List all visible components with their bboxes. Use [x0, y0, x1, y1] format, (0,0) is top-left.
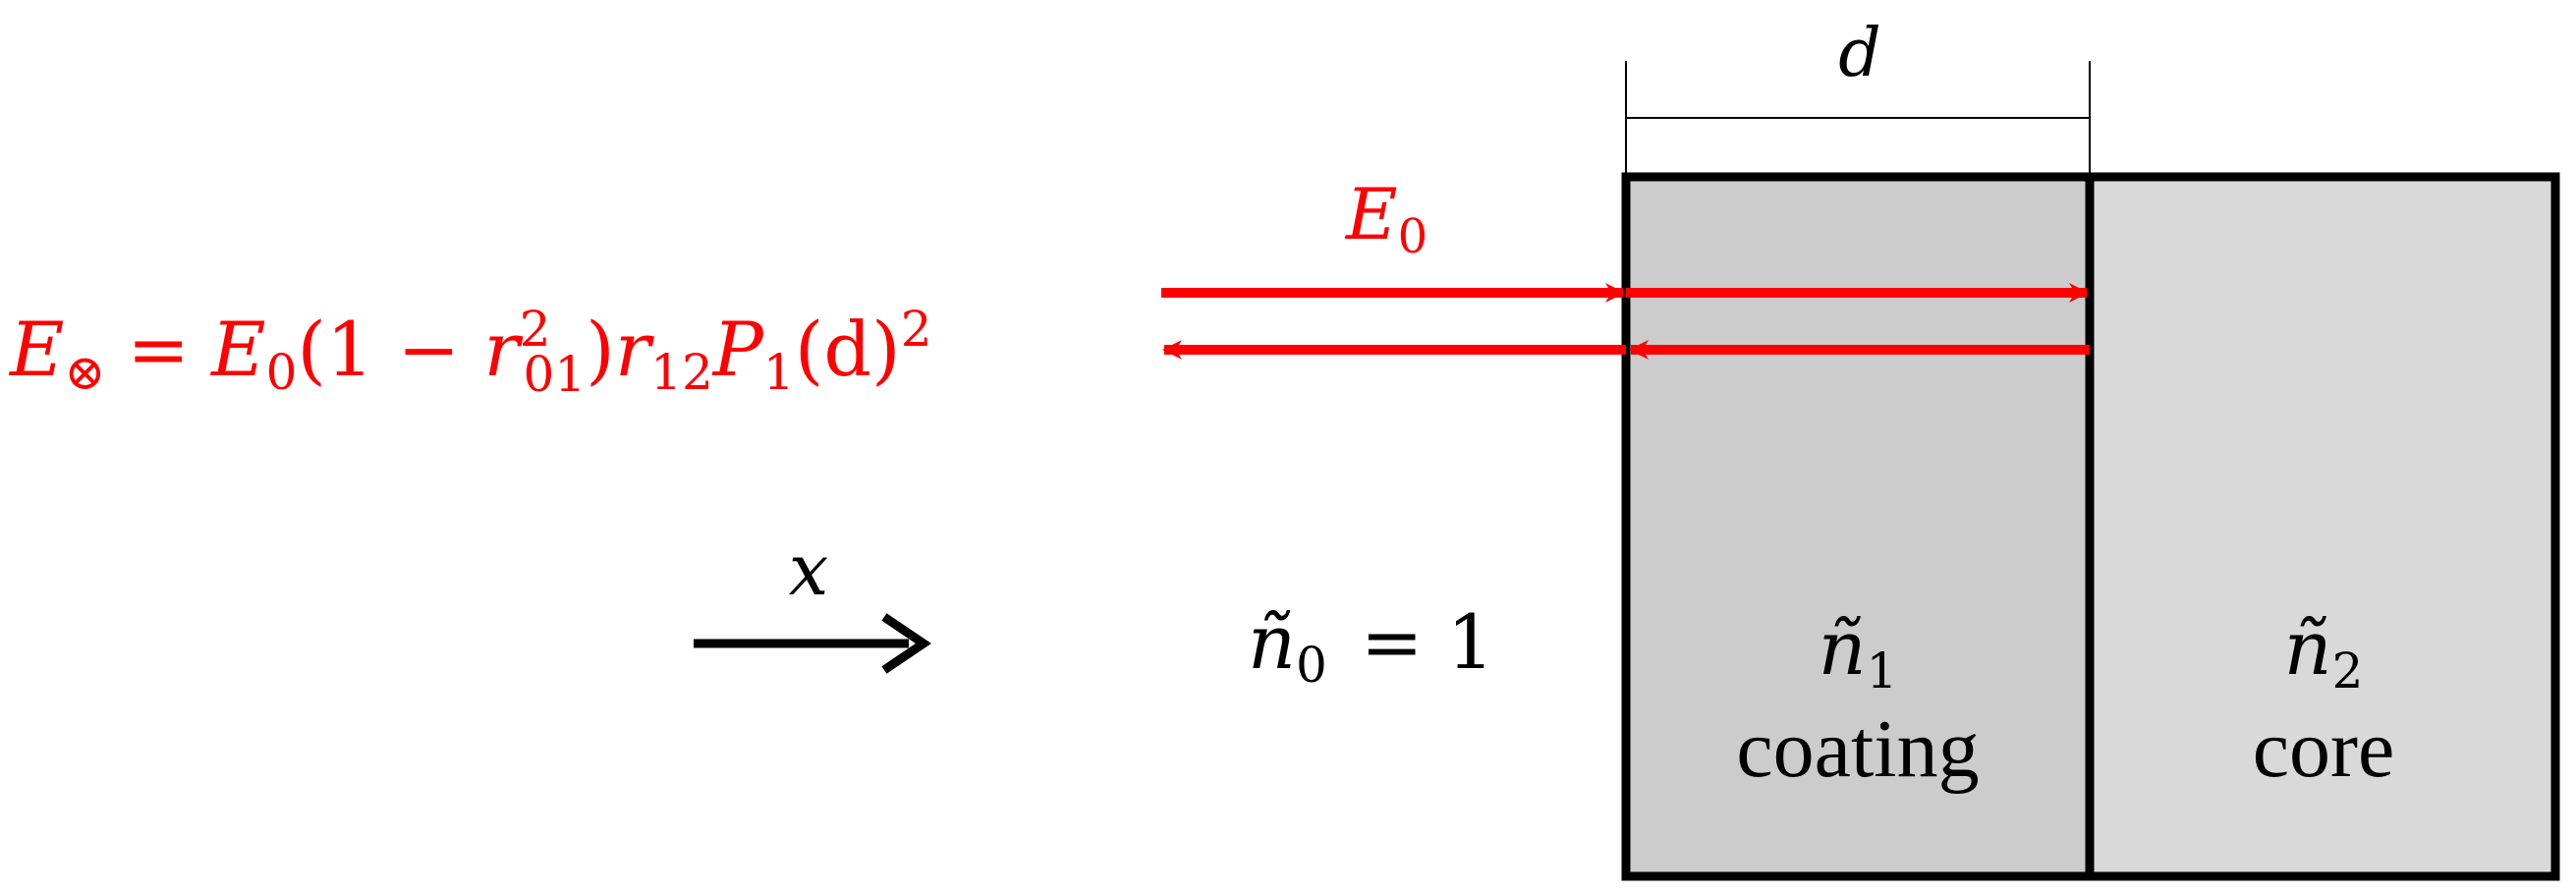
eq-lhs-symbol: E — [8, 306, 64, 393]
eq-paren-open: (1 − — [297, 306, 483, 393]
direction-arrow — [694, 613, 932, 674]
coating-name: coating — [1736, 703, 1979, 795]
thickness-label: d — [1838, 15, 1881, 92]
direction-label: x — [789, 529, 829, 611]
eq-equals: = — [127, 306, 190, 393]
eq-r-subscript: 01 — [524, 346, 587, 403]
eq-p-subscript: 1 — [763, 344, 795, 401]
core-index-subscript: 2 — [2332, 643, 2364, 699]
coating-index-label: ñ1 — [1819, 604, 1898, 699]
eq-p-symbol: P — [711, 306, 765, 393]
thickness-dimension — [1625, 61, 2091, 177]
incident-field-label: E0 — [1344, 173, 1428, 264]
ambient-index-subscript: 0 — [1296, 637, 1327, 694]
eq-lhs-subscript: ⊗ — [64, 344, 105, 401]
ambient-index-symbol: ñ — [1248, 598, 1296, 686]
ambient-index-value: = 1 — [1337, 598, 1494, 686]
core-index-label: ñ2 — [2284, 604, 2364, 699]
eq-r-symbol: r — [483, 306, 524, 393]
eq-r12-symbol: r — [615, 306, 655, 393]
eq-t1-symbol: E — [209, 306, 265, 393]
core-layer — [2085, 172, 2560, 881]
eq-p-argument: (d) — [795, 306, 901, 393]
eq-p-superscript: 2 — [901, 301, 932, 358]
core-name: core — [2253, 703, 2395, 795]
incident-symbol: E — [1344, 173, 1398, 255]
coating-index-subscript: 1 — [1867, 643, 1898, 699]
coating-index-symbol: ñ — [1819, 604, 1867, 692]
ambient-index-label: ñ0 = 1 — [1248, 598, 1494, 694]
eq-t1-subscript: 0 — [266, 344, 298, 401]
core-index-symbol: ñ — [2284, 604, 2332, 692]
eq-r12-subscript: 12 — [650, 344, 713, 401]
eq-paren-close: ) — [586, 306, 615, 393]
incident-subscript: 0 — [1398, 209, 1428, 264]
eq-r-superscript: 2 — [520, 301, 551, 358]
